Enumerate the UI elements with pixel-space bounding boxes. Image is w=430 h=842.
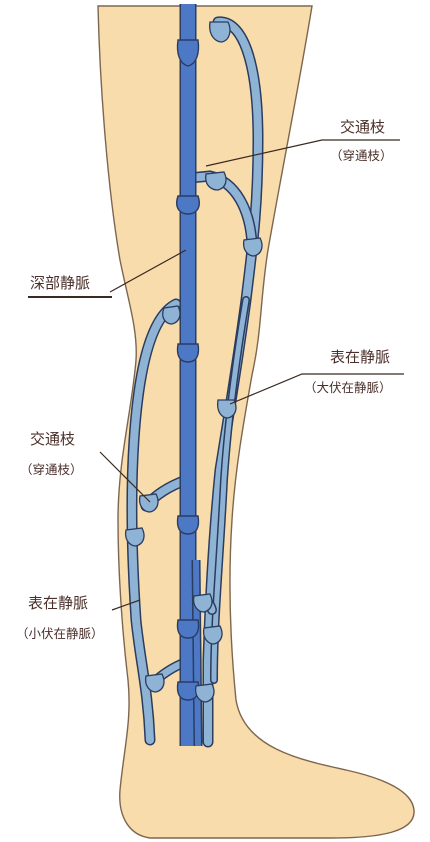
- perforator-lower-sublabel: （穿通枝）: [20, 464, 83, 477]
- superficial-small-sublabel: （小伏在静脈）: [16, 628, 104, 641]
- deep-vein-label: 深部静脈: [30, 276, 90, 291]
- superficial-great-sublabel: （大伏在静脈）: [304, 382, 392, 395]
- perforator-upper-label: 交通枝: [340, 120, 385, 135]
- perforator-lower-label: 交通枝: [30, 432, 75, 447]
- superficial-small-label: 表在静脈: [28, 596, 88, 611]
- superficial-great-label: 表在静脈: [330, 350, 390, 365]
- perforator-upper-sublabel: （穿通枝）: [330, 150, 393, 163]
- deep-vein-underline: [28, 296, 112, 298]
